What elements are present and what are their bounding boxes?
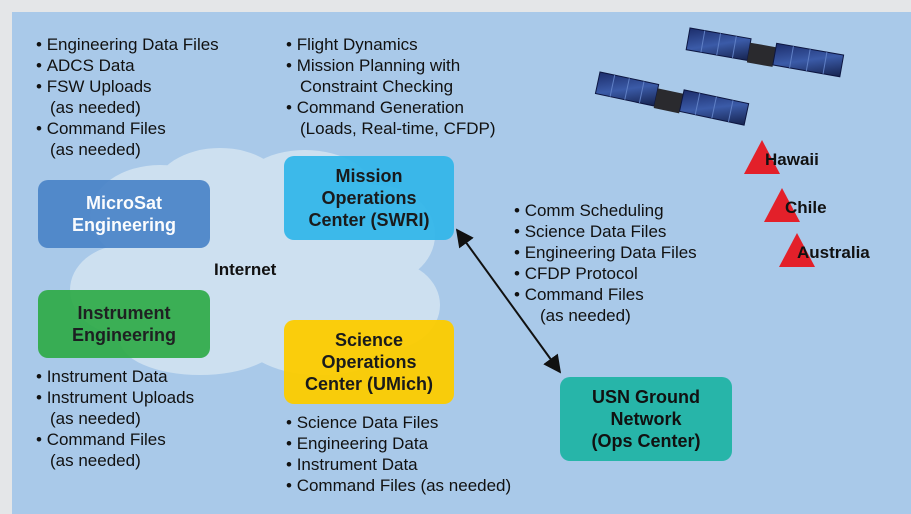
usn-ground-network-label: USN Ground Network (Ops Center) (591, 387, 701, 451)
list-item: Command Files (as needed) (286, 475, 511, 496)
list-item: (as needed) (50, 409, 141, 428)
ground-site-marker-icon (744, 140, 780, 174)
list-item: Command Generation (286, 97, 496, 118)
list-item: Instrument Uploads (36, 387, 194, 408)
ground-site-hawaii-label: Hawaii (765, 150, 819, 169)
list-item: Engineering Data (286, 433, 511, 454)
internet-label: Internet (214, 260, 277, 279)
list-item: Science Data Files (286, 412, 511, 433)
instrument-data-list: Instrument Data Instrument Uploads (as n… (36, 366, 194, 471)
list-item: (Loads, Real-time, CFDP) (300, 119, 496, 138)
list-item: ADCS Data (36, 55, 219, 76)
ground-site-chile-label: Chile (785, 198, 827, 217)
link-data-list: Comm Scheduling Science Data Files Engin… (514, 200, 697, 326)
list-item: Constraint Checking (300, 77, 454, 96)
list-item: (as needed) (50, 140, 141, 159)
satellite-icon (594, 71, 750, 126)
science-operations-center-label: Science Operations Center (UMich) (304, 330, 433, 394)
list-item: Command Files (36, 118, 219, 139)
list-item: Command Files (36, 429, 194, 450)
list-item: Command Files (514, 284, 697, 305)
moc-function-list: Flight Dynamics Mission Planning with Co… (286, 34, 496, 139)
usn-ground-network-box: USN Ground Network (Ops Center) (560, 377, 732, 461)
list-item: (as needed) (50, 451, 141, 470)
list-item: Flight Dynamics (286, 34, 496, 55)
list-item: FSW Uploads (36, 76, 219, 97)
instrument-engineering-label: Instrument Engineering (71, 303, 176, 345)
list-item: Comm Scheduling (514, 200, 697, 221)
ground-site-marker-icon (779, 233, 815, 267)
list-item: Instrument Data (36, 366, 194, 387)
instrument-engineering-box: Instrument Engineering (38, 290, 210, 358)
list-item: Engineering Data Files (514, 242, 697, 263)
list-item: (as needed) (50, 98, 141, 117)
ground-site-marker-icon (764, 188, 800, 222)
microsat-engineering-label: MicroSat Engineering (71, 193, 176, 235)
list-item: Engineering Data Files (36, 34, 219, 55)
list-item: Science Data Files (514, 221, 697, 242)
satellite-icon (685, 27, 845, 78)
ground-site-australia-label: Australia (797, 243, 870, 262)
soc-data-list: Science Data Files Engineering Data Inst… (286, 412, 511, 496)
list-item: CFDP Protocol (514, 263, 697, 284)
moc-usn-link-arrow (455, 228, 562, 374)
list-item: (as needed) (540, 306, 631, 325)
science-operations-center-box: Science Operations Center (UMich) (284, 320, 454, 404)
list-item: Instrument Data (286, 454, 511, 475)
microsat-engineering-box: MicroSat Engineering (38, 180, 210, 248)
microsat-data-list: Engineering Data Files ADCS Data FSW Upl… (36, 34, 219, 160)
mission-operations-center-label: Mission Operations Center (SWRI) (308, 166, 430, 230)
list-item: Mission Planning with (286, 55, 496, 76)
mission-operations-center-box: Mission Operations Center (SWRI) (284, 156, 454, 240)
